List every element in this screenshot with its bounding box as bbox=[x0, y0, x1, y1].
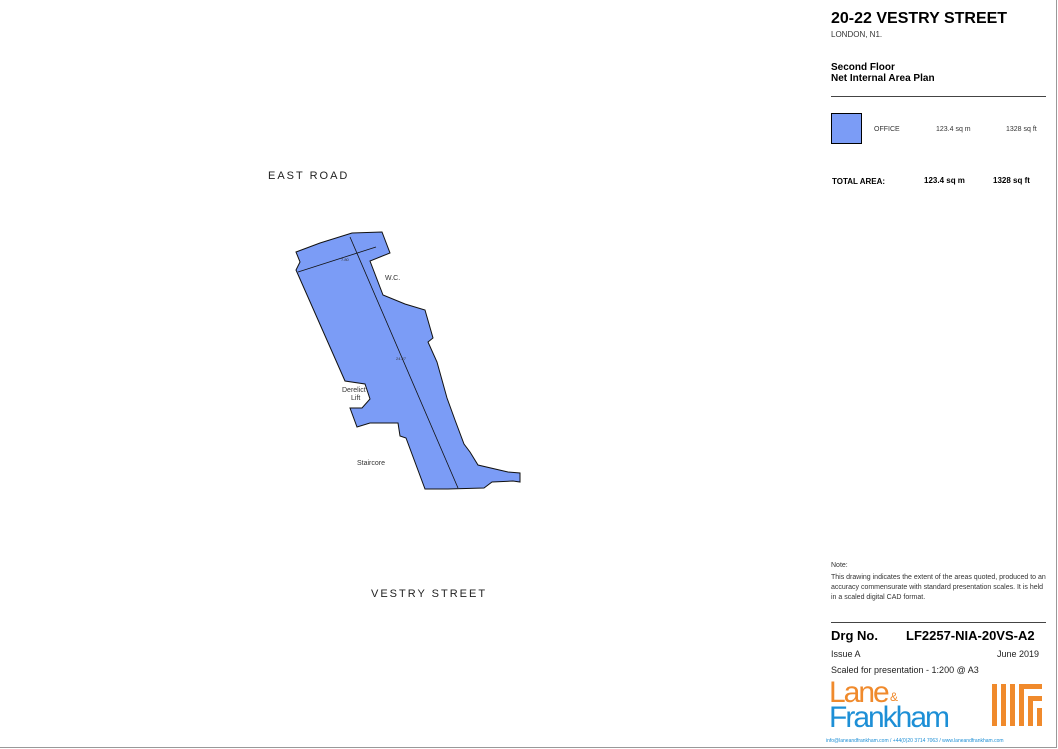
brand-logo-frankham: Frankham bbox=[829, 701, 950, 734]
building-location: LONDON, N1. bbox=[831, 30, 883, 39]
brand-mark-icon bbox=[992, 682, 1042, 728]
room-label-lift: Derelict bbox=[342, 387, 366, 394]
note-block: Note: This drawing indicates the extent … bbox=[831, 561, 1051, 603]
legend-label: OFFICE bbox=[874, 126, 900, 133]
note-heading: Note: bbox=[831, 562, 848, 569]
total-label: TOTAL AREA: bbox=[832, 177, 886, 186]
plan-type: Net Internal Area Plan bbox=[831, 73, 935, 84]
dimension-line-length bbox=[349, 236, 459, 489]
street-label-south: VESTRY STREET bbox=[371, 588, 488, 600]
legend-swatch bbox=[831, 113, 862, 144]
dimension-length-label: 24.27 bbox=[396, 356, 407, 361]
divider bbox=[831, 96, 1046, 97]
drawing-number: LF2257-NIA-20VS-A2 bbox=[906, 628, 1035, 643]
floor-title: Second Floor Net Internal Area Plan bbox=[831, 62, 935, 84]
drawing-number-label: Drg No. bbox=[831, 628, 878, 643]
street-label-north: EAST ROAD bbox=[268, 170, 350, 182]
legend-sqm: 123.4 sq m bbox=[936, 126, 971, 133]
dimension-line-width bbox=[297, 246, 377, 273]
office-area[interactable] bbox=[295, 231, 521, 490]
drawing-issue: Issue A bbox=[831, 649, 861, 659]
drawing-date: June 2019 bbox=[997, 649, 1040, 659]
note-text: This drawing indicates the extent of the… bbox=[831, 574, 1046, 601]
room-label-lift-2: Lift bbox=[351, 395, 360, 402]
drawing-scale: Scaled for presentation - 1:200 @ A3 bbox=[831, 665, 979, 675]
brand-logo-lane: Lane bbox=[829, 676, 890, 709]
total-sqm: 123.4 sq m bbox=[924, 176, 965, 185]
total-sqft: 1328 sq ft bbox=[993, 176, 1030, 185]
legend-sqft: 1328 sq ft bbox=[1006, 126, 1037, 133]
dimension-width-label: 7.80 bbox=[341, 257, 350, 262]
brand-logo-amp: & bbox=[890, 690, 899, 704]
brand-footer: info@laneandfrankham.com / +44(0)20 3714… bbox=[826, 738, 1004, 744]
room-label-wc: W.C. bbox=[385, 275, 400, 282]
divider bbox=[831, 622, 1046, 623]
floor-name: Second Floor bbox=[831, 62, 895, 73]
building-title: 20-22 VESTRY STREET bbox=[831, 10, 1008, 27]
room-label-staircore: Staircore bbox=[357, 460, 385, 467]
